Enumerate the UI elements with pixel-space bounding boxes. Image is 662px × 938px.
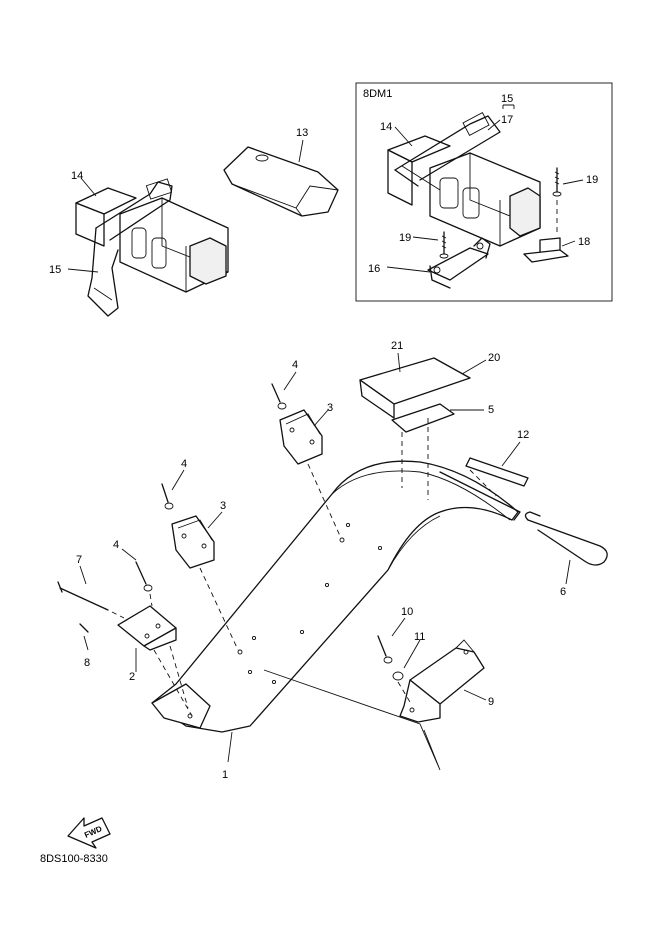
bolt-7 [57, 581, 109, 611]
callout-4-mid: 4 [181, 458, 187, 470]
bracket-2 [117, 605, 177, 651]
pin-8 [79, 623, 89, 633]
callout-3-lower: 3 [220, 500, 226, 512]
callout-14: 14 [71, 170, 83, 182]
inset-screw-19-left [439, 231, 449, 259]
callout-15-inset: 15 [501, 93, 513, 105]
rod-6 [524, 511, 608, 566]
screw-4-lower [135, 561, 153, 592]
callout-1: 1 [222, 769, 228, 781]
callout-4-upper: 4 [292, 359, 298, 371]
callout-8: 8 [84, 657, 90, 669]
fender-1 [151, 460, 521, 733]
callout-18: 18 [578, 236, 590, 248]
inset-title: 8DM1 [363, 88, 392, 100]
callout-3-upper: 3 [327, 402, 333, 414]
screw-4-mid [161, 483, 174, 510]
bracket-3-lower [171, 515, 215, 569]
inset-clip-18 [523, 237, 569, 263]
callout-5: 5 [488, 404, 494, 416]
callout-4-lower: 4 [113, 539, 119, 551]
callout-13: 13 [296, 127, 308, 139]
inset-battery-pack [387, 112, 541, 247]
battery-pack-main [75, 178, 229, 317]
cover-13 [223, 146, 339, 217]
callout-20: 20 [488, 352, 500, 364]
pad-5 [391, 403, 455, 433]
callout-17: 17 [501, 114, 513, 126]
callout-19-left: 19 [399, 232, 411, 244]
washer-11 [392, 671, 404, 681]
inset-screw-19-right [552, 167, 562, 234]
inset-bracket-16 [427, 237, 491, 289]
callout-7: 7 [76, 554, 82, 566]
callout-19-right: 19 [586, 174, 598, 186]
callout-10: 10 [401, 606, 413, 618]
screw-10 [377, 635, 393, 664]
bracket-9 [399, 639, 485, 723]
inset-8dm1: 8DM1 [355, 82, 613, 302]
strip-12 [465, 457, 529, 487]
callout-2: 2 [129, 671, 135, 683]
callout-11: 11 [414, 631, 425, 643]
diagram-code: 8DS100-8330 [40, 853, 108, 865]
bracket-3-upper [279, 409, 323, 465]
callout-9: 9 [488, 696, 494, 708]
callout-15: 15 [49, 264, 61, 276]
callout-21: 21 [391, 340, 403, 352]
callout-6: 6 [560, 586, 566, 598]
pad-21-20 [359, 357, 471, 419]
callout-14-inset: 14 [380, 121, 392, 133]
screw-4-upper [271, 383, 287, 410]
callout-12: 12 [517, 429, 529, 441]
callout-16: 16 [368, 263, 380, 275]
fwd-arrow-icon: FWD [67, 817, 111, 849]
